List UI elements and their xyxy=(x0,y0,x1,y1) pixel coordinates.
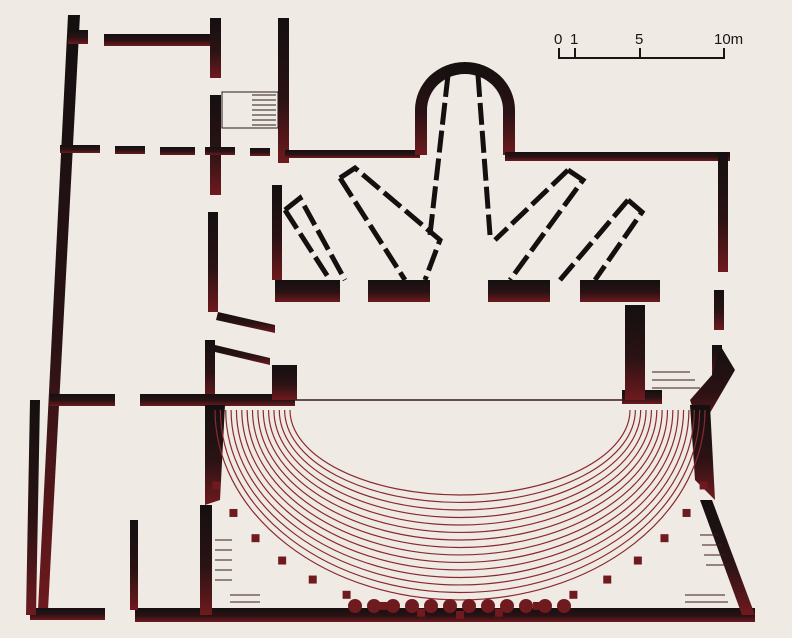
wall-niche xyxy=(424,599,438,613)
scale-label-0: 0 xyxy=(554,31,562,48)
column xyxy=(699,481,708,490)
staircases xyxy=(215,91,730,603)
column xyxy=(603,575,612,584)
wall-niche xyxy=(462,599,476,613)
wall-niche xyxy=(348,599,362,613)
scale-label-5: 5 xyxy=(635,31,643,48)
column xyxy=(417,608,426,617)
seating-tier xyxy=(219,409,701,594)
wall-niche xyxy=(386,599,400,613)
wall-niche xyxy=(405,599,419,613)
wall-niche xyxy=(367,599,381,613)
perspective-streets xyxy=(282,74,646,282)
cavea-seating xyxy=(214,409,706,601)
column xyxy=(342,590,351,599)
seating-tier xyxy=(284,409,636,504)
wall-niche xyxy=(443,599,457,613)
cavea-columns xyxy=(212,481,708,619)
walls xyxy=(26,15,755,622)
seating-tier xyxy=(278,409,642,511)
scale-bar: 0 1 5 10m xyxy=(554,31,743,59)
column xyxy=(212,481,221,490)
column xyxy=(456,611,464,619)
column xyxy=(378,601,387,610)
column xyxy=(229,508,238,517)
seating-tier xyxy=(251,409,669,549)
seating-tier xyxy=(273,409,647,519)
wall-niche xyxy=(519,599,533,613)
seating-tier xyxy=(230,409,690,579)
seating-tier xyxy=(235,409,685,571)
column xyxy=(533,601,542,610)
scale-label-10m: 10m xyxy=(714,31,743,48)
seating-tier xyxy=(241,409,679,564)
column xyxy=(494,608,503,617)
scale-label-1: 1 xyxy=(570,31,578,48)
seating-tier xyxy=(257,409,663,541)
column xyxy=(660,534,669,543)
column xyxy=(569,590,578,599)
wall-niche xyxy=(557,599,571,613)
wall-niche xyxy=(481,599,495,613)
seating-tier xyxy=(262,409,658,534)
column xyxy=(633,556,642,565)
seating-tier xyxy=(246,409,674,556)
curved-rear-wall xyxy=(348,599,571,613)
wall-niche xyxy=(500,599,514,613)
column xyxy=(278,556,287,565)
seating-tier xyxy=(214,409,706,601)
column xyxy=(251,534,260,543)
wall-niche xyxy=(538,599,552,613)
column xyxy=(682,508,691,517)
seating-tier xyxy=(289,409,631,496)
seating-tier xyxy=(225,409,695,586)
seating-tier xyxy=(267,409,653,526)
column xyxy=(308,575,317,584)
